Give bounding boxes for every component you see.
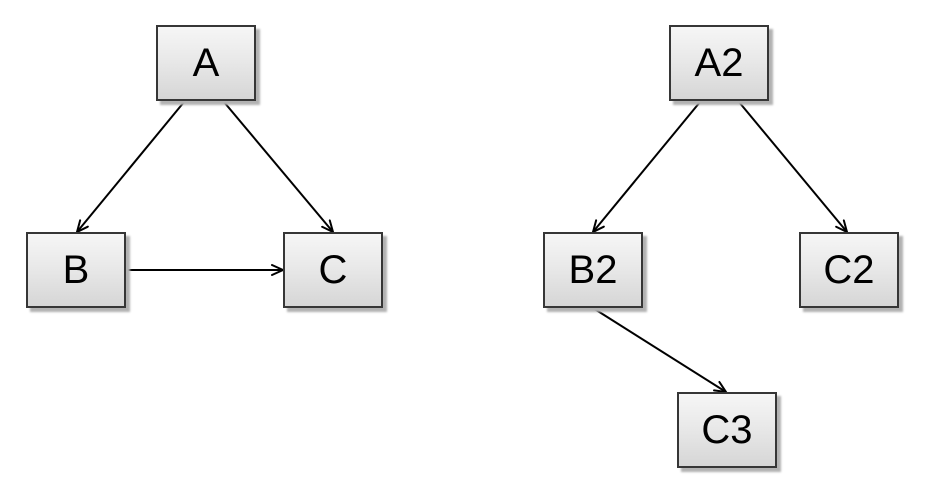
node-label: A2 [694, 41, 744, 85]
node-label: B [62, 248, 90, 292]
edge-a2-c2 [738, 101, 849, 234]
node-label: A [192, 41, 220, 85]
node-a2: A2 [669, 25, 769, 101]
node-c: C [283, 232, 383, 308]
node-b2: B2 [543, 232, 643, 308]
node-label: C3 [701, 408, 753, 452]
node-c3: C3 [677, 392, 777, 468]
edge-b2-c3 [592, 307, 729, 394]
edge-a-c [223, 101, 335, 234]
node-a: A [156, 25, 256, 101]
node-c2: C2 [799, 232, 899, 308]
node-label: C2 [823, 248, 875, 292]
edge-a-b [75, 101, 185, 234]
node-label: C [318, 248, 348, 292]
node-label: B2 [568, 248, 618, 292]
node-b: B [26, 232, 126, 308]
edge-a2-b2 [591, 101, 701, 234]
